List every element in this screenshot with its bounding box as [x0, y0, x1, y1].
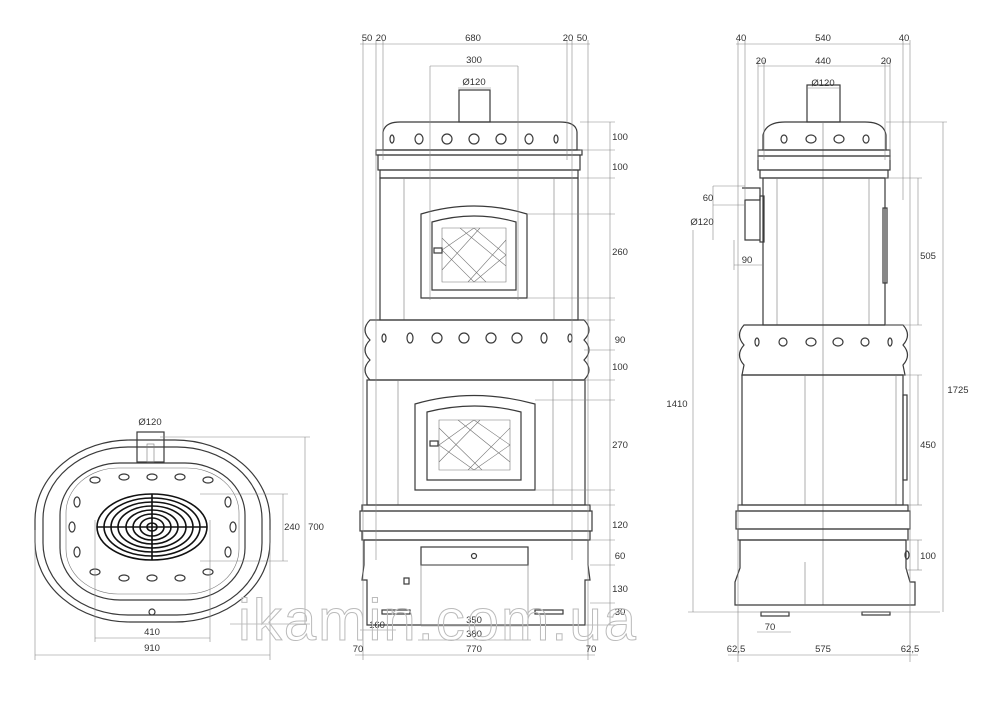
left-foot: [381, 609, 411, 615]
side-flue-outlet: [742, 187, 761, 241]
front-view: 50 20 680 20 50 300 Ø120 100 100 260 90 …: [353, 33, 628, 660]
front-upper-body: [379, 177, 579, 321]
dim-label: 440: [815, 56, 831, 67]
side-flue-collar: [759, 195, 765, 243]
dim-label: 40: [899, 33, 910, 44]
grate-depth-label: 240: [284, 522, 300, 533]
overall-depth-label: 700: [308, 522, 324, 533]
dome-holes: [389, 133, 559, 145]
band-line: [361, 530, 591, 541]
band-line: [759, 169, 889, 179]
ash-drawer: [420, 546, 529, 566]
dim-label: Ø120: [690, 217, 713, 228]
dim-label: 450: [920, 440, 936, 451]
dim-label: 770: [466, 644, 482, 655]
dim-label: 270: [612, 440, 628, 451]
dim-label: 40: [736, 33, 747, 44]
dim-label: 50: [362, 33, 373, 44]
dim-label: 260: [612, 247, 628, 258]
dim-label: 100: [612, 362, 628, 373]
side-door-edge: [882, 207, 888, 284]
side-lower-body: [741, 374, 904, 506]
side-flue-top: [806, 84, 841, 123]
dim-label: 30: [615, 607, 626, 618]
top-inner-ring: [59, 462, 246, 601]
side-view: 40 540 40 20 440 20 Ø120 60 Ø120 90 505 …: [666, 33, 969, 662]
lower-door: [414, 394, 536, 491]
band-line: [757, 149, 891, 157]
right-foot: [534, 609, 564, 615]
front-dome: [382, 121, 578, 151]
dim-label: 62,5: [727, 644, 746, 655]
side-left-foot: [760, 611, 790, 617]
side-dimension-lines: [688, 40, 947, 662]
dim-label: 680: [465, 33, 481, 44]
dim-label: 70: [586, 644, 597, 655]
dim-label: 20: [376, 33, 387, 44]
dim-label: 130: [612, 584, 628, 595]
dim-label: 70: [765, 622, 776, 633]
drawer-knob: [470, 552, 478, 560]
dim-label: 120: [612, 520, 628, 531]
front-lower-body: [366, 379, 586, 506]
dim-label: 350: [466, 615, 482, 626]
top-dimension-lines: [34, 436, 310, 660]
front-dimension-lines: [355, 40, 615, 660]
flue-label: Ø120: [138, 417, 161, 428]
overall-width-label: 910: [144, 643, 160, 654]
dim-label: 20: [563, 33, 574, 44]
grate-icon: [96, 493, 208, 561]
top-view: Ø120 240 700 410 910: [34, 417, 324, 660]
dim-label: 505: [920, 251, 936, 262]
side-door-edge: [902, 394, 908, 481]
dim-label: 60: [703, 193, 714, 204]
dim-label: 20: [881, 56, 892, 67]
band-line: [757, 155, 891, 171]
side-mid-band: [738, 324, 909, 376]
vent-holes: [68, 473, 237, 616]
watermark: ikamin.com.ua: [238, 588, 638, 653]
dim-label: 380: [466, 629, 482, 640]
band-line: [359, 510, 593, 532]
dim-label: 20: [756, 56, 767, 67]
dim-label: 70: [353, 644, 364, 655]
top-inner-ring-2: [65, 467, 240, 595]
flue-slot: [146, 443, 155, 463]
dim-label: Ø120: [811, 78, 834, 89]
plinth-panel: [420, 564, 529, 626]
dim-label: 1410: [666, 399, 687, 410]
front-flue: [458, 89, 491, 123]
front-mid-band: [364, 319, 590, 381]
side-plinth: [734, 539, 916, 606]
mid-band-holes: [381, 332, 573, 344]
dim-label: 300: [466, 55, 482, 66]
side-hole: [904, 550, 910, 560]
dim-label: 100: [920, 551, 936, 562]
upper-door: [420, 205, 528, 299]
dim-label: Ø120: [462, 77, 485, 88]
band-line: [361, 504, 591, 512]
grate-width-label: 410: [144, 627, 160, 638]
dim-label: 1725: [947, 385, 968, 396]
dim-label: 90: [615, 335, 626, 346]
band-line: [375, 149, 583, 156]
band-line: [379, 169, 579, 179]
dim-label: 100: [612, 132, 628, 143]
band-line: [377, 154, 581, 171]
dim-label: 62,5: [901, 644, 920, 655]
side-right-foot: [861, 611, 891, 616]
dim-label: 50: [577, 33, 588, 44]
dim-label: 160: [369, 620, 385, 631]
side-upper-body: [762, 177, 886, 326]
dim-label: 100: [612, 162, 628, 173]
dim-label: 60: [615, 551, 626, 562]
dim-label: 540: [815, 33, 831, 44]
side-band-holes: [754, 337, 893, 347]
side-dome-holes: [780, 134, 870, 144]
dim-label: 575: [815, 644, 831, 655]
small-square: [403, 577, 410, 585]
dim-label: 90: [742, 255, 753, 266]
